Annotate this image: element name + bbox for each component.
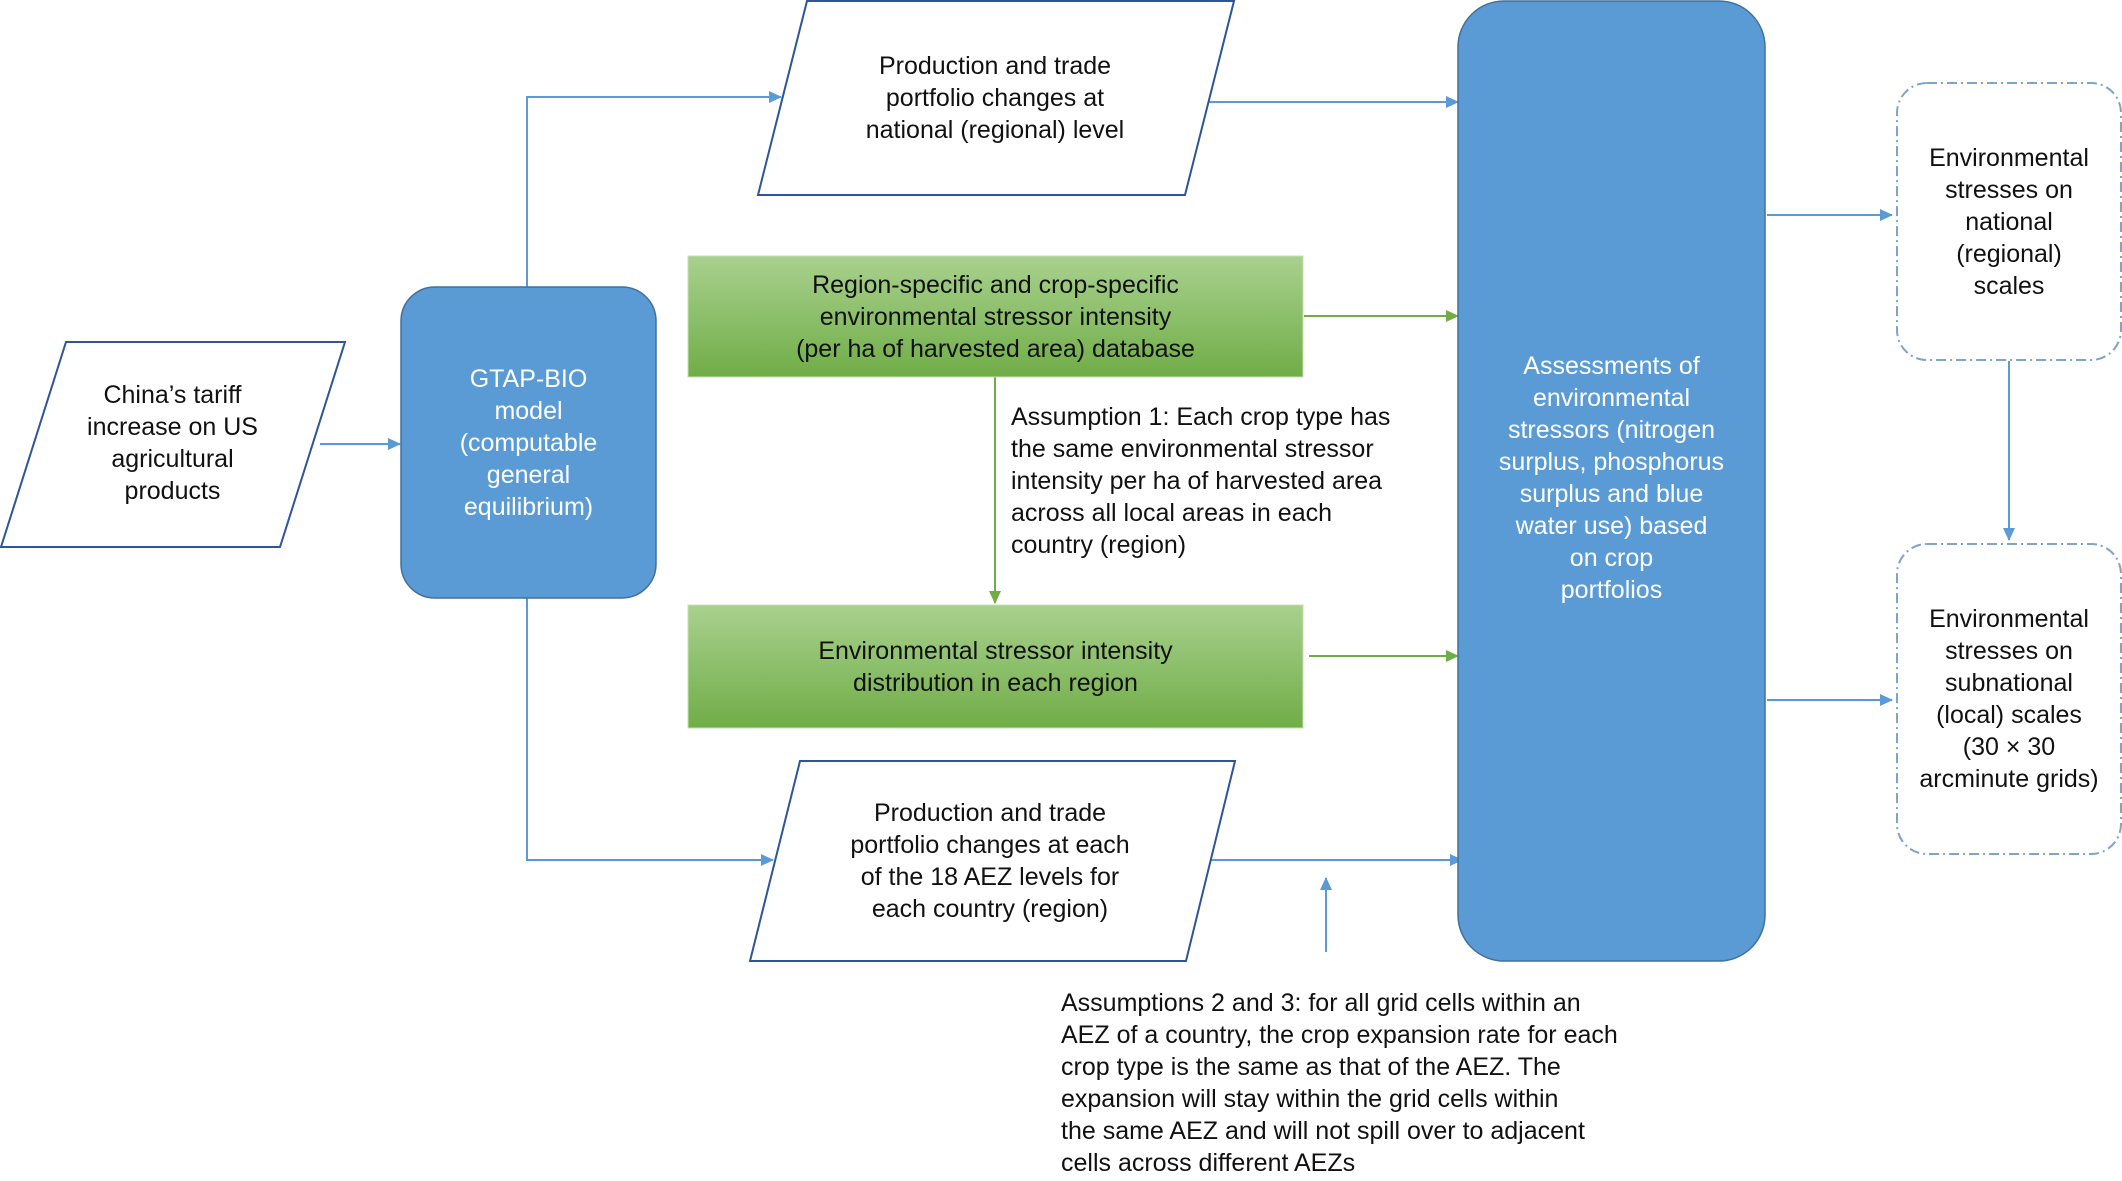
national-portfolio-line: Production and trade bbox=[878, 52, 1112, 80]
assumptions-2-3-line: Assumptions 2 and 3: for all grid cells … bbox=[1061, 989, 1581, 1017]
stressor-database-line: (per ha of harvested area) database bbox=[796, 334, 1195, 363]
china-tariff-line: agricultural bbox=[111, 445, 234, 473]
assessments-line: on crop bbox=[1569, 543, 1654, 572]
china-tariff-line: increase on US bbox=[87, 413, 258, 441]
assumption-1-note: Assumption 1: Each crop type has the sam… bbox=[1011, 401, 1390, 561]
subnational-stresses-line: (local) scales bbox=[1936, 701, 2082, 729]
china-tariff-line: products bbox=[124, 477, 221, 505]
assessments-label: Assessments of environmental stressors (… bbox=[1458, 345, 1765, 610]
national-stresses-line: Environmental bbox=[1929, 143, 2089, 172]
subnational-stresses-label: Environmental stresses on subnational (l… bbox=[1897, 544, 2121, 854]
subnational-stresses-line: (30 × 30 bbox=[1962, 733, 2056, 761]
stressor-distribution-label: Environmental stressor intensity distrib… bbox=[688, 605, 1303, 728]
gtap-bio-label: GTAP-BIO model (computable general equil… bbox=[401, 287, 656, 598]
china-tariff-parallelogram bbox=[0, 341, 347, 548]
national-stresses-line: (regional) bbox=[1956, 239, 2062, 268]
stressor-database-line: environmental stressor intensity bbox=[819, 302, 1172, 331]
national-portfolio-label: Production and trade portfolio changes a… bbox=[800, 30, 1190, 166]
stressor-distribution-line: Environmental stressor intensity bbox=[818, 636, 1173, 665]
assessments-line: Assessments of bbox=[1523, 351, 1700, 380]
assessments-box bbox=[1457, 0, 1766, 962]
aez-portfolio-parallelogram bbox=[748, 760, 1237, 962]
national-stresses-box bbox=[1896, 82, 2122, 361]
assumption-1-line: intensity per ha of harvested area bbox=[1011, 467, 1383, 495]
assumption-1-line: the same environmental stressor bbox=[1011, 435, 1374, 463]
assumptions-2-3-line: cells across different AEZs bbox=[1061, 1149, 1356, 1177]
national-portfolio-line: portfolio changes at bbox=[885, 84, 1105, 112]
assessments-line: water use) based bbox=[1515, 511, 1708, 540]
assumptions-2-3-note: Assumptions 2 and 3: for all grid cells … bbox=[1061, 987, 1618, 1179]
assessments-line: stressors (nitrogen bbox=[1507, 415, 1716, 444]
assessments-line: surplus, phosphorus bbox=[1498, 447, 1725, 476]
stressor-database-label: Region-specific and crop-specific enviro… bbox=[688, 256, 1303, 377]
gtap-bio-line: equilibrium) bbox=[463, 492, 594, 521]
subnational-stresses-box bbox=[1896, 543, 2122, 855]
gtap-bio-line: model bbox=[494, 396, 563, 425]
arrow-gtap-to-aez-portfolio bbox=[526, 598, 774, 866]
aez-portfolio-line: each country (region) bbox=[871, 895, 1109, 923]
subnational-stresses-line: Environmental bbox=[1929, 605, 2089, 633]
national-stresses-label: Environmental stresses on national (regi… bbox=[1897, 83, 2121, 360]
subnational-stresses-line: arcminute grids) bbox=[1919, 765, 2099, 793]
national-portfolio-parallelogram bbox=[756, 0, 1236, 196]
assumptions-2-3-line: expansion will stay within the grid cell… bbox=[1061, 1085, 1559, 1113]
assumption-1-line: Assumption 1: Each crop type has bbox=[1011, 403, 1391, 431]
gtap-bio-line: GTAP-BIO bbox=[469, 364, 588, 393]
national-stresses-line: scales bbox=[1973, 271, 2045, 300]
subnational-stresses-line: subnational bbox=[1945, 669, 2073, 697]
stressor-database-line: Region-specific and crop-specific bbox=[812, 270, 1179, 299]
assumption-1-line: across all local areas in each bbox=[1011, 499, 1332, 527]
stressor-distribution-line: distribution in each region bbox=[853, 668, 1138, 697]
stressor-database-box bbox=[687, 255, 1304, 378]
connectors bbox=[320, 91, 2015, 952]
national-portfolio-line: national (regional) level bbox=[865, 116, 1125, 144]
assumptions-2-3-line: the same AEZ and will not spill over to … bbox=[1061, 1117, 1585, 1145]
assessments-line: environmental bbox=[1532, 383, 1691, 412]
assessments-line: portfolios bbox=[1560, 575, 1663, 604]
aez-portfolio-label: Production and trade portfolio changes a… bbox=[790, 790, 1190, 932]
stressor-distribution-box bbox=[687, 604, 1304, 729]
aez-portfolio-line: Production and trade bbox=[873, 799, 1107, 827]
china-tariff-label: China’s tariff increase on US agricultur… bbox=[40, 352, 305, 534]
assumptions-2-3-line: crop type is the same as that of the AEZ… bbox=[1061, 1053, 1561, 1081]
gtap-bio-line: general bbox=[486, 460, 571, 489]
subnational-stresses-line: stresses on bbox=[1945, 637, 2073, 665]
assumption-1-line: country (region) bbox=[1011, 531, 1187, 559]
assessments-line: surplus and blue bbox=[1519, 479, 1704, 508]
assumptions-2-3-line: AEZ of a country, the crop expansion rat… bbox=[1061, 1021, 1618, 1049]
aez-portfolio-line: of the 18 AEZ levels for bbox=[860, 863, 1120, 891]
aez-portfolio-line: portfolio changes at each bbox=[850, 831, 1130, 859]
gtap-bio-line: (computable bbox=[459, 428, 598, 457]
arrow-gtap-to-national-portfolio bbox=[526, 91, 782, 287]
china-tariff-line: China’s tariff bbox=[103, 381, 242, 409]
national-stresses-line: national bbox=[1965, 207, 2053, 236]
gtap-bio-box bbox=[400, 286, 657, 599]
national-stresses-line: stresses on bbox=[1945, 175, 2073, 204]
